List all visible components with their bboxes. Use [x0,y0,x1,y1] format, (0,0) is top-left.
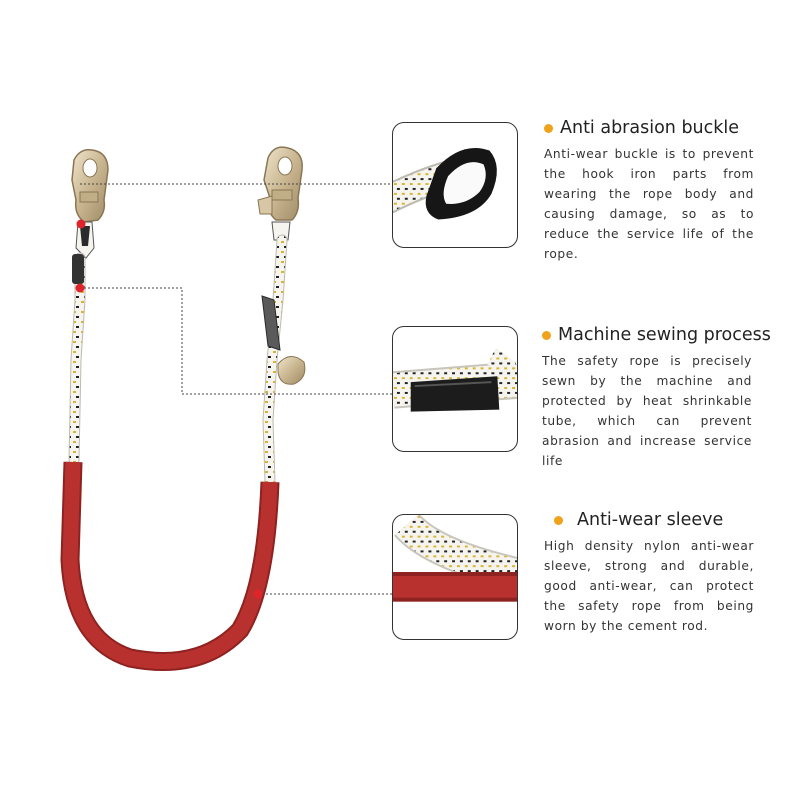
marker-sleeve [253,589,263,599]
feature-anti-abrasion-buckle: Anti abrasion buckle Anti-wear buckle is… [544,118,754,264]
feature-description: The safety rope is precisely sewn by the… [542,354,752,468]
feature-machine-sewing-process: Machine sewing process The safety rope i… [542,325,771,471]
left-snap-hook [71,148,109,259]
detail-image-sewing [392,326,518,452]
feature-title: Anti abrasion buckle [560,118,740,138]
right-snap-hook [257,146,303,241]
feature-description: Anti-wear buckle is to prevent the hook … [544,147,754,261]
bullet-dot-icon [544,123,553,133]
feature-title: Anti-wear sleeve [577,510,724,530]
feature-title: Machine sewing process [558,325,771,345]
detail-image-buckle [392,122,518,248]
bullet-dot-icon [554,515,563,525]
bullet-dot-icon [542,330,551,340]
feature-description: High density nylon anti-wear sleeve, str… [544,539,754,633]
marker-buckle [76,219,86,229]
leader-line-sewing [80,287,392,395]
feature-anti-wear-sleeve: Anti-wear sleeve High density nylon anti… [544,510,754,636]
detail-image-sleeve [392,514,518,640]
marker-sewing [75,283,85,293]
